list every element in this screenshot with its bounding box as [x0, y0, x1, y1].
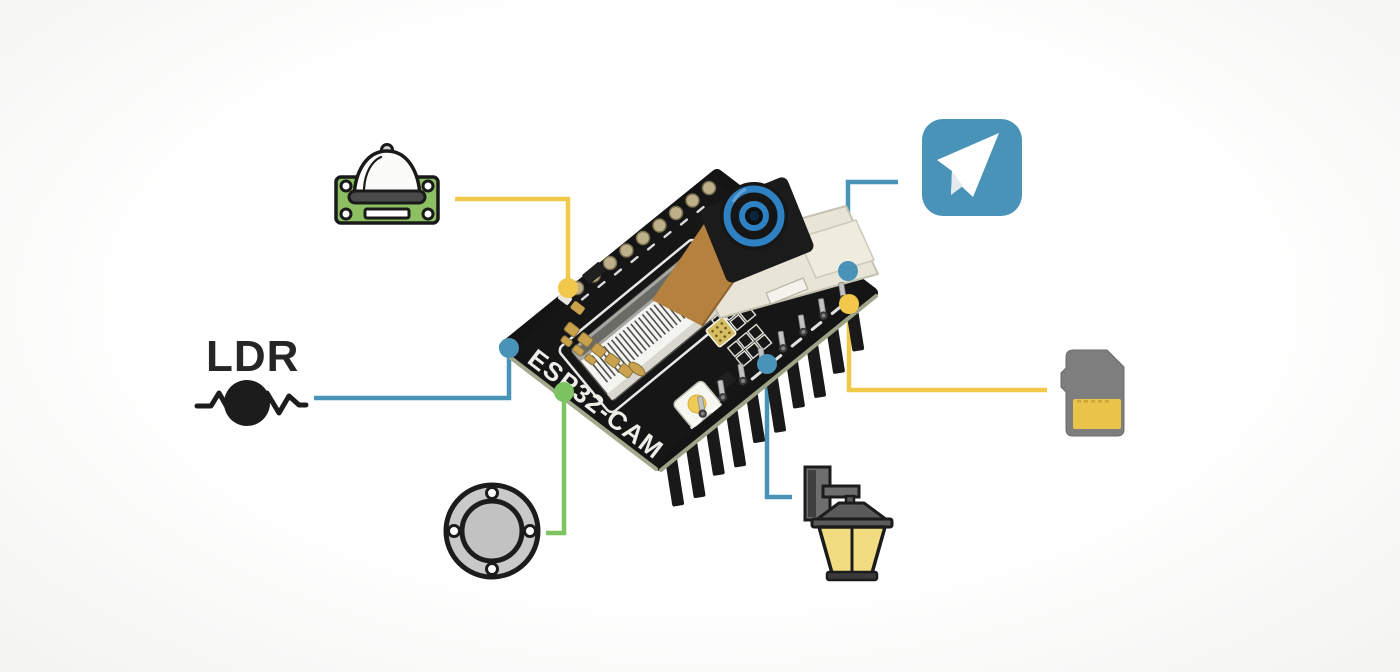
pin-label-marks — [580, 205, 705, 301]
doorbell-dome — [352, 149, 422, 199]
ldr-symbol — [194, 380, 309, 426]
wire-doorbell — [455, 196, 571, 288]
sd-card-icon — [1060, 349, 1125, 437]
pcb-edge-bottom — [659, 294, 878, 472]
connection-dots — [499, 261, 859, 402]
lantern-bracket-shade — [808, 470, 816, 517]
doorbell-chime-icon — [334, 143, 440, 225]
pcb-edge-left — [500, 349, 658, 471]
wire-lantern — [764, 366, 792, 500]
antenna-pad — [705, 316, 737, 348]
wire-ldr — [314, 352, 512, 401]
doorbell-slot — [363, 207, 411, 220]
sd-card-contacts — [1077, 400, 1109, 403]
lantern-arm — [821, 484, 861, 499]
buzzer-inner-ring — [459, 498, 525, 564]
dot-sd-card — [839, 294, 859, 314]
buzzer-mount-holes — [447, 486, 537, 576]
lantern-base — [825, 570, 879, 582]
telegram-plane-fold — [951, 171, 963, 195]
dot-telegram — [838, 261, 858, 281]
doorbell-screw-holes — [339, 179, 435, 221]
dot-doorbell — [558, 278, 578, 298]
doorbell-bar — [347, 189, 427, 205]
camera-module — [652, 177, 879, 327]
sd-card-label — [1073, 399, 1121, 429]
camera-lens — [720, 182, 788, 250]
dot-buzzer — [554, 382, 574, 402]
buzzer-disc-icon — [443, 482, 541, 580]
through-hole-row — [569, 180, 717, 301]
doorbell-dome-highlight — [362, 155, 383, 191]
wire-sd-card — [846, 308, 1047, 393]
gold-oval-pad — [628, 361, 646, 377]
gold-pad-row — [560, 321, 634, 379]
dot-ldr — [499, 338, 519, 358]
camera-shield — [796, 219, 876, 279]
ldr-label: LDR — [206, 332, 299, 381]
camera-connector — [765, 277, 809, 305]
dot-lantern — [757, 354, 777, 374]
telegram-icon — [922, 119, 1022, 216]
wire-buzzer — [546, 398, 567, 536]
esp32-cam-board: ESP32-CAM — [499, 169, 879, 507]
ldr-sensor: LDR — [194, 332, 309, 426]
ldr-body — [224, 380, 270, 426]
small-ic — [582, 261, 606, 285]
wall-lantern-icon — [803, 465, 894, 582]
pad-grid-b — [726, 323, 773, 368]
